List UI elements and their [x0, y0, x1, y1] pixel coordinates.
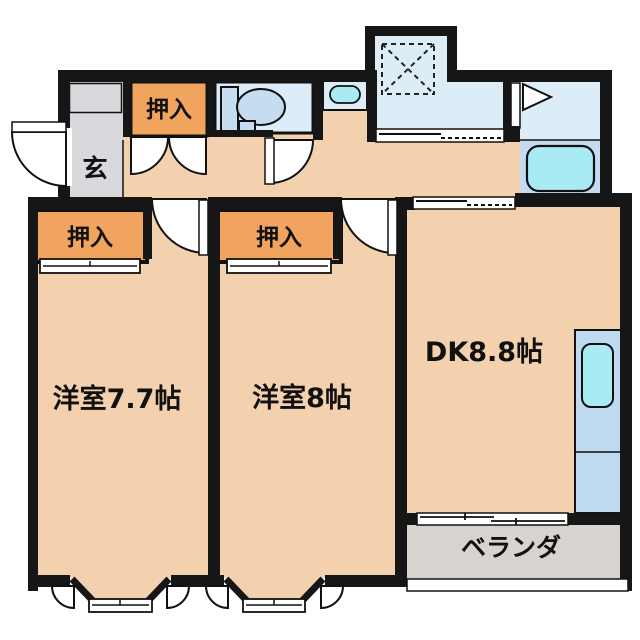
- kitchen-sink-icon: [581, 343, 614, 408]
- toilet-icon: [220, 86, 286, 133]
- bay1-window: [88, 598, 153, 613]
- veranda-sliding-window: [416, 512, 569, 526]
- veranda-floor: [402, 518, 624, 582]
- room2-closet-sliding: [226, 258, 332, 274]
- room2-closet-box: [215, 208, 343, 264]
- toilet-door-leaf: [264, 137, 275, 185]
- dk-label: DK8.8帖: [425, 337, 543, 368]
- room1-label: 洋室7.7帖: [53, 383, 182, 415]
- room2-door-leaf: [387, 199, 398, 256]
- hall-closet-door-right: [167, 136, 207, 176]
- bay-window-room1: [70, 575, 171, 604]
- bay1-right-casement: [166, 585, 191, 610]
- hall-closet-label: 押入: [146, 97, 192, 123]
- room1-door-leaf: [198, 199, 209, 256]
- doors: [10, 121, 398, 610]
- veranda-railing: [406, 578, 629, 592]
- bay2-right-casement: [320, 585, 345, 610]
- laundry-sliding-door: [375, 128, 505, 143]
- entrance-door: [10, 131, 67, 188]
- sliding-doors: [39, 128, 569, 613]
- bathtub-icon: [525, 144, 596, 193]
- entrance-door-leaf: [11, 121, 67, 133]
- room1-closet-label: 押入: [67, 225, 113, 251]
- bath-partition: [510, 82, 521, 129]
- room2-label: 洋室8帖: [252, 382, 352, 414]
- walls: [28, 26, 632, 591]
- veranda-label: ベランダ: [461, 533, 561, 562]
- washer-pan-icon: [381, 43, 435, 95]
- dk-sliding-door: [412, 196, 516, 210]
- room-labels: 玄 押入 押入 押入 洋室7.7帖 洋室8帖 DK8.8帖 ベランダ: [53, 97, 561, 562]
- bay-window-room2: [224, 575, 325, 604]
- washbasin-icon: [329, 85, 361, 104]
- bay2-window: [242, 598, 306, 613]
- shoe-cabinet: [68, 82, 123, 114]
- room2-closet-label: 押入: [256, 225, 302, 251]
- entrance-label: 玄: [82, 154, 107, 183]
- bath-folding-door-icon: [522, 82, 554, 112]
- hall-closet-door-left: [130, 136, 170, 176]
- wet-areas: [31, 36, 623, 514]
- bay2-left-casement: [204, 585, 229, 610]
- laundry-room: [375, 36, 503, 129]
- bay1-left-casement: [50, 585, 75, 610]
- room1-closet-sliding: [39, 258, 141, 274]
